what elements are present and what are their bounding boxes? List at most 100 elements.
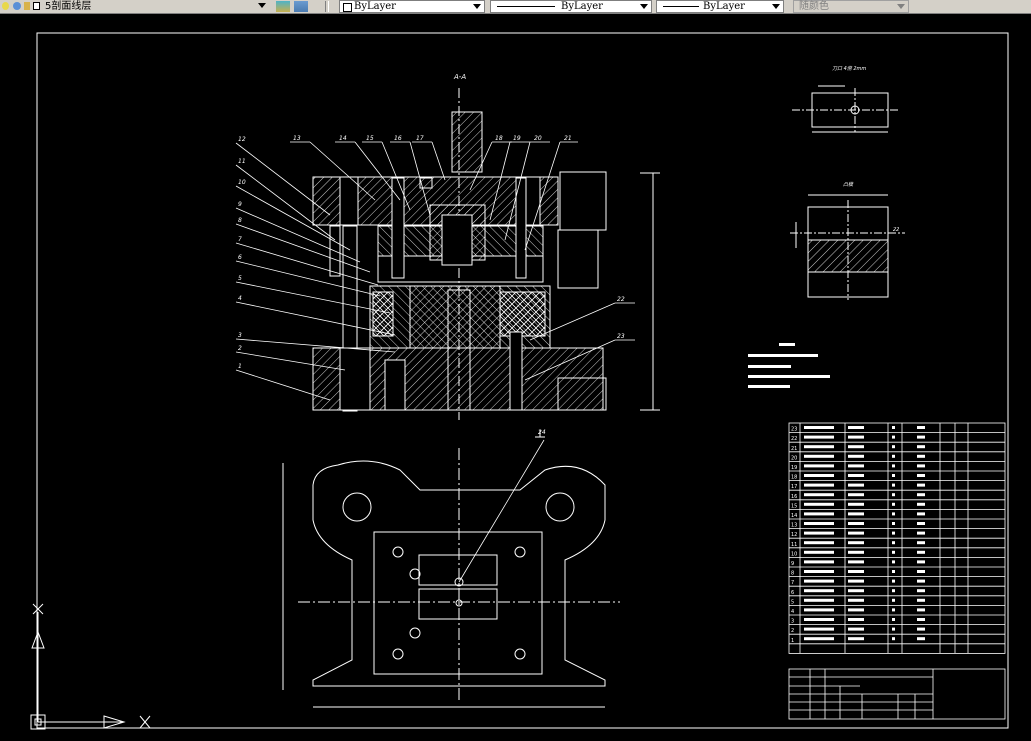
bom-standard-text (804, 531, 834, 535)
bom-item-number: 10 (791, 551, 797, 557)
drawing-frame (36, 32, 1009, 729)
detail-1-title: 刀口 4倍 2mm (832, 65, 866, 72)
callout-11: 11 (238, 158, 246, 165)
bom-standard-text (804, 483, 834, 487)
bom-qty-text (892, 560, 895, 564)
bom-standard-text (804, 522, 834, 525)
drawing-canvas[interactable]: A-A (0, 14, 1031, 741)
layer-dropdown[interactable] (44, 0, 272, 13)
callout-1: 1 (238, 363, 242, 370)
bom-material-text (917, 579, 925, 583)
bom-item-number: 16 (791, 494, 797, 500)
bom-material-text (917, 637, 925, 641)
linetype-sample-icon (497, 6, 555, 7)
bom-standard-text (804, 579, 834, 583)
callout-6: 6 (238, 254, 242, 261)
bom-item-number: 5 (791, 599, 794, 605)
bom-qty-text (892, 426, 895, 429)
bom-material-text (917, 464, 925, 468)
lineweight-dropdown[interactable]: ByLayer (656, 0, 784, 13)
bom-part-name-text (848, 502, 864, 506)
bom-material-text (917, 589, 925, 593)
callouts-top: 13 14 15 16 17 18 19 20 21 (290, 135, 578, 251)
lineweight-sample-icon (663, 6, 699, 7)
bom-qty-text (892, 454, 895, 458)
linetype-value: ByLayer (561, 1, 603, 12)
chevron-down-icon (772, 4, 780, 9)
bom-material-text (917, 474, 925, 477)
bom-material-text (917, 541, 925, 545)
callout-22: 22 (617, 296, 625, 303)
color-swatch-icon (343, 3, 352, 12)
bom-standard-text (804, 637, 834, 641)
bom-standard-text (804, 435, 834, 439)
bom-part-name-text (848, 522, 864, 525)
bom-item-number: 17 (791, 484, 797, 490)
bom-part-name-text (848, 483, 864, 487)
bom-material-text (917, 550, 925, 554)
callout-5: 5 (238, 275, 242, 282)
bom-part-name-text (848, 627, 864, 631)
bom-standard-text (804, 560, 834, 564)
section-view (312, 88, 660, 420)
layers-stack-icon[interactable] (276, 1, 290, 12)
bom-material-text (917, 560, 925, 564)
bom-material-text (917, 445, 925, 449)
layer-previous-icon[interactable] (294, 1, 308, 12)
properties-toolbar: 5剖面线层 ByLayer ByLayer ByLayer 随颜色 (0, 0, 1031, 14)
technical-notes (748, 343, 830, 388)
bom-part-name-text (848, 464, 864, 468)
lineweight-value: ByLayer (703, 1, 745, 12)
bom-item-number: 11 (791, 542, 797, 548)
bom-standard-text (804, 454, 834, 458)
bom-material-text (917, 618, 925, 621)
bom-qty-text (892, 627, 895, 631)
bom-qty-text (892, 531, 895, 535)
bom-qty-text (892, 502, 895, 506)
layer-name-label: 5剖面线层 (45, 1, 92, 12)
bom-standard-text (804, 570, 834, 573)
callout-16: 16 (394, 135, 402, 142)
callout-3: 3 (238, 332, 242, 339)
bom-part-name-text (848, 474, 864, 477)
bom-part-name-text (848, 589, 864, 593)
callout-13: 13 (293, 135, 301, 142)
plotstyle-value: 随颜色 (799, 1, 829, 12)
bom-material-text (917, 454, 925, 458)
bom-material-text (917, 426, 925, 429)
plotstyle-dropdown[interactable]: 随颜色 (793, 0, 909, 13)
bom-part-name-text (848, 579, 864, 583)
detail-view-2 (790, 194, 905, 300)
bom-material-text (917, 608, 925, 612)
color-dropdown[interactable]: ByLayer (339, 0, 485, 13)
bom-material-text (917, 627, 925, 631)
bom-part-name-text (848, 608, 864, 612)
bom-item-number: 4 (791, 609, 794, 615)
bom-part-name-text (848, 618, 864, 621)
callout-15: 15 (366, 135, 374, 142)
bom-material-text (917, 435, 925, 439)
chevron-down-icon (473, 4, 481, 9)
bom-qty-text (892, 474, 895, 477)
bom-item-number: 21 (791, 446, 797, 452)
callout-23: 23 (617, 333, 625, 340)
ucs-icon (30, 603, 151, 730)
callout-18: 18 (495, 135, 503, 142)
bom-standard-text (804, 493, 834, 497)
bom-item-number: 15 (791, 503, 797, 509)
layer-state-icons[interactable] (0, 0, 44, 13)
section-label: A-A (453, 73, 466, 81)
bom-item-number: 14 (791, 513, 797, 519)
callout-10: 10 (238, 179, 246, 186)
callout-20: 20 (534, 135, 542, 142)
bulb-icon (2, 2, 9, 10)
bom-standard-text (804, 445, 834, 449)
bom-part-name-text (848, 550, 864, 554)
bom-item-number: 3 (791, 619, 794, 625)
bom-part-name-text (848, 598, 864, 602)
bom-material-text (917, 502, 925, 506)
bom-item-number: 8 (791, 571, 794, 577)
bom-qty-text (892, 541, 895, 545)
bom-part-name-text (848, 541, 864, 545)
linetype-dropdown[interactable]: ByLayer (490, 0, 652, 13)
